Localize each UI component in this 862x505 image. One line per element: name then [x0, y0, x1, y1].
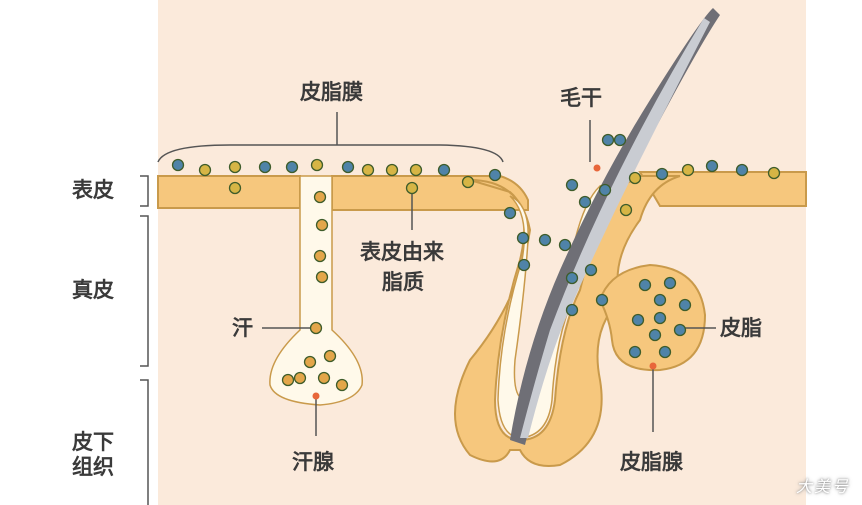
epidermis-bracket — [140, 175, 149, 207]
particle-dot — [565, 303, 579, 317]
particle-dot — [309, 321, 323, 335]
particle-dot — [628, 171, 642, 185]
particle-dot — [565, 178, 579, 192]
hair-shaft-highlight — [520, 18, 710, 438]
particle-dot — [673, 323, 687, 337]
particle-dot — [258, 160, 272, 174]
particle-dot — [558, 238, 572, 252]
label-subcutaneous: 皮下 组织 — [72, 430, 114, 480]
particle-dots — [171, 133, 781, 400]
subcutaneous-bracket — [140, 379, 149, 505]
particle-dot — [313, 190, 327, 204]
particle-dot — [601, 133, 615, 147]
dermis-bracket — [140, 215, 149, 367]
particle-dot — [649, 362, 657, 370]
particle-dot — [488, 168, 502, 182]
particle-dot — [516, 231, 530, 245]
label-hair-shaft: 毛干 — [560, 86, 602, 110]
particle-dot — [638, 278, 652, 292]
particle-dot — [678, 298, 692, 312]
particle-dot — [385, 163, 399, 177]
label-sweat: 汗 — [232, 316, 253, 340]
particle-dot — [648, 328, 662, 342]
particle-dot — [405, 181, 419, 195]
sebum-film-bracket — [157, 144, 504, 163]
particle-dot — [303, 355, 317, 369]
outer-margin-left — [0, 0, 158, 505]
epidermis-layer-mid — [331, 175, 529, 211]
particle-dot — [315, 218, 329, 232]
particle-dot — [281, 373, 295, 387]
label-epidermal-lipid-2: 脂质 — [382, 270, 424, 294]
particle-dot — [517, 258, 531, 272]
particle-dot — [663, 276, 677, 290]
label-epidermal-lipid-1: 表皮由来 — [360, 240, 444, 264]
particle-dot — [767, 166, 781, 180]
particle-dot — [631, 313, 645, 327]
particle-dot — [461, 175, 475, 189]
particle-dot — [341, 160, 355, 174]
particle-dot — [361, 163, 375, 177]
particle-dot — [335, 378, 349, 392]
particle-dot — [735, 163, 749, 177]
particle-dot — [538, 233, 552, 247]
particle-dot — [598, 183, 612, 197]
sweat-gland — [269, 175, 363, 406]
particle-dot — [658, 345, 672, 359]
particle-dot — [285, 160, 299, 174]
outer-margin-right — [806, 0, 862, 505]
particle-dot — [503, 206, 517, 220]
particle-dot — [409, 163, 423, 177]
particle-dot — [595, 293, 609, 307]
particle-dot — [653, 311, 667, 325]
sebaceous-gland — [598, 263, 707, 372]
particle-dot — [681, 163, 695, 177]
particle-dot — [323, 349, 337, 363]
label-sebum: 皮脂 — [720, 316, 762, 340]
label-epidermis: 表皮 — [72, 178, 114, 202]
particle-dot — [655, 167, 669, 181]
particle-dot — [593, 164, 601, 172]
particle-dot — [705, 159, 719, 173]
particle-dot — [584, 263, 598, 277]
particle-dot — [228, 160, 242, 174]
particle-dot — [228, 181, 242, 195]
label-sebaceous-gland: 皮脂腺 — [620, 450, 683, 474]
watermark: 大美号 — [795, 477, 850, 496]
label-sebum-film: 皮脂膜 — [300, 80, 363, 104]
particle-dot — [613, 133, 627, 147]
particle-dot — [310, 158, 324, 172]
particle-dot — [437, 163, 451, 177]
particle-dot — [293, 371, 307, 385]
label-sweat-gland: 汗腺 — [292, 450, 334, 474]
particle-dot — [198, 163, 212, 177]
particle-dot — [619, 203, 633, 217]
particle-dot — [578, 195, 592, 209]
particle-dot — [312, 392, 320, 400]
epidermis-layer — [157, 175, 301, 209]
particle-dot — [171, 158, 185, 172]
particle-dot — [315, 270, 329, 284]
particle-dot — [628, 345, 642, 359]
particle-dot — [317, 371, 331, 385]
label-dermis: 真皮 — [72, 278, 114, 302]
hair-follicle-wall — [454, 175, 681, 467]
particle-dot — [653, 293, 667, 307]
particle-dot — [313, 249, 327, 263]
particle-dot — [565, 271, 579, 285]
